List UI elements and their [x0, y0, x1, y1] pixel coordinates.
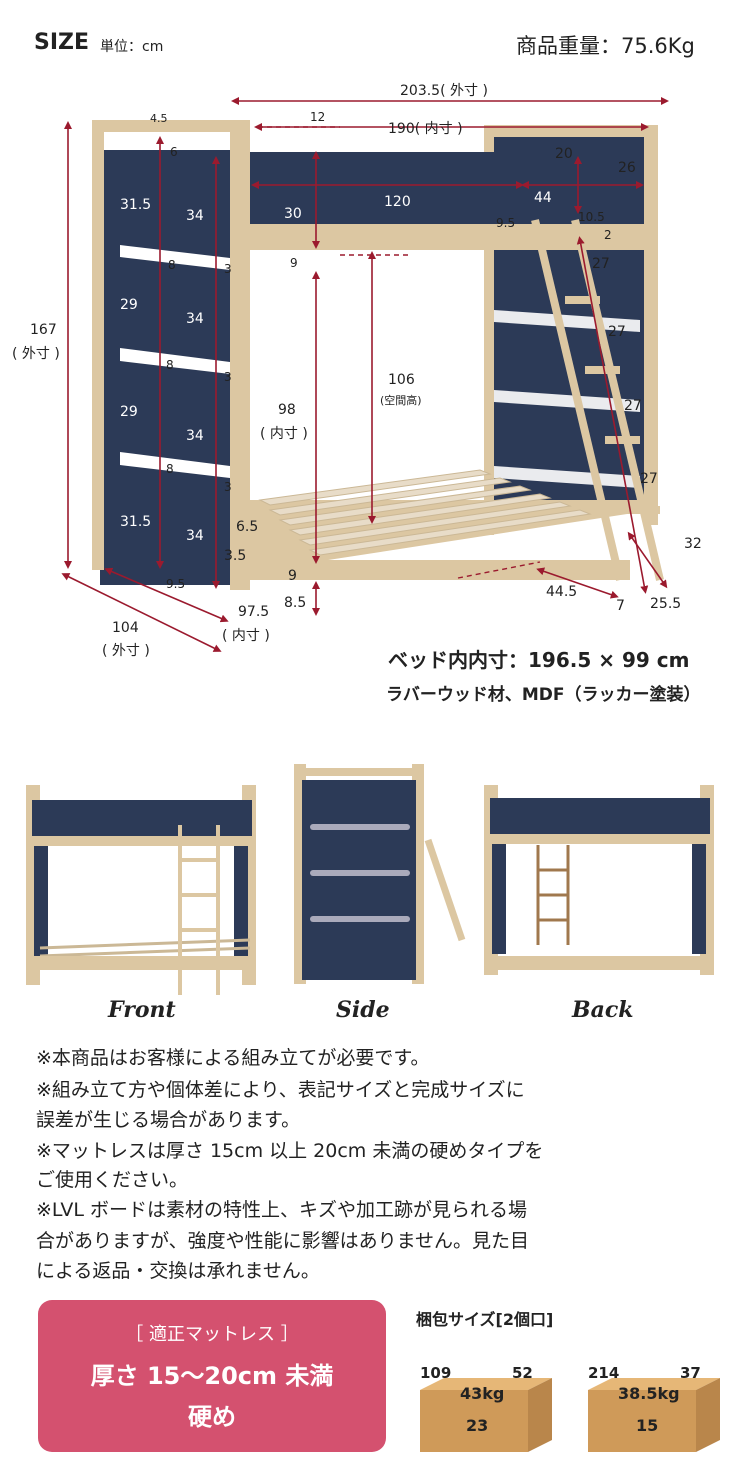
product-weight: 商品重量：75.6Kg [516, 34, 695, 58]
dim-ladder-width: 32 [684, 536, 702, 552]
box1-height: 23 [466, 1416, 489, 1435]
dim-34-d: 34 [186, 528, 204, 544]
dim-ladder-2: 27 [608, 324, 626, 340]
dim-4-5: 4.5 [150, 112, 168, 125]
mattress-title: ［ 適正マットレス ］ [125, 1324, 299, 1345]
mattress-thickness: 厚さ 15〜20cm 未満 [90, 1362, 334, 1390]
dim-clearance: 106 [388, 372, 415, 388]
size-title: SIZE [34, 30, 90, 55]
front-view-drawing [26, 785, 256, 995]
side-view-drawing [294, 764, 466, 984]
dim-29-b: 29 [120, 404, 138, 420]
dim-inner-height-note: ( 内寸 ) [260, 426, 308, 442]
dim-34-a: 34 [186, 208, 204, 224]
dim-ladder-1: 27 [592, 256, 610, 272]
dim-3-b: 3 [224, 370, 232, 384]
dim-9-top: 9 [290, 256, 298, 270]
dim-8-a: 8 [168, 258, 176, 272]
dim-height: 167 [30, 322, 57, 338]
package-title: 梱包サイズ[2個口] [416, 1310, 554, 1329]
note-line-8: による返品・交換は承れません。 [36, 1260, 320, 1282]
box2-height: 15 [636, 1416, 659, 1435]
box2-width: 214 [588, 1364, 620, 1382]
dim-outer-depth-note: ( 外寸 ) [102, 643, 150, 659]
box2-weight: 38.5kg [618, 1384, 680, 1403]
dim-outer-depth: 104 [112, 620, 139, 636]
dim-ladder-3: 27 [624, 398, 642, 414]
dim-31-5-a: 31.5 [120, 197, 152, 213]
dim-height-note: ( 外寸 ) [12, 346, 60, 362]
dim-inner-height: 98 [278, 402, 296, 418]
dim-3-c: 3 [224, 480, 232, 494]
dim-8-b: 8 [166, 358, 174, 372]
dim-foot-25-5: 25.5 [650, 596, 682, 612]
dim-120: 120 [384, 194, 411, 210]
dim-34-c: 34 [186, 428, 204, 444]
note-line-4: ※マットレスは厚さ 15cm 以上 20cm 未満の硬めタイプを [36, 1140, 544, 1162]
view-label-side: Side [336, 997, 390, 1023]
dim-foot-7: 7 [616, 598, 625, 614]
note-line-7: 合がありますが、強度や性能に影響はありません。見た目 [36, 1230, 530, 1252]
dim-9-5-bottom: 9.5 [166, 577, 186, 591]
box1-weight: 43kg [460, 1384, 505, 1403]
box1-width: 109 [420, 1364, 452, 1382]
box2-depth: 37 [680, 1364, 701, 1382]
dim-8-5: 8.5 [284, 595, 307, 611]
dim-ladder-4: 27 [640, 471, 658, 487]
note-line-5: ご使用ください。 [36, 1169, 189, 1191]
dim-29-a: 29 [120, 297, 138, 313]
note-line-2: ※組み立て方や個体差により、表記サイズと完成サイズに [36, 1079, 525, 1101]
dim-9-bottom: 9 [288, 568, 297, 584]
material: ラバーウッド材、MDF（ラッカー塗装） [386, 685, 701, 705]
dim-6: 6 [170, 145, 178, 159]
dim-foot-44-5: 44.5 [546, 584, 578, 600]
dim-3-5: 3.5 [224, 548, 247, 564]
mattress-box: ［ 適正マットレス ］ 厚さ 15〜20cm 未満 硬め [38, 1300, 386, 1452]
dim-30: 30 [284, 206, 302, 222]
dim-10-5: 10.5 [578, 210, 605, 224]
dim-9-5-top: 9.5 [496, 216, 516, 230]
package-box-1 [420, 1378, 552, 1452]
dim-outer-width: 203.5( 外寸 ) [400, 83, 488, 99]
dim-2: 2 [604, 228, 612, 242]
note-line-3: 誤差が生じる場合があります。 [36, 1109, 301, 1131]
dim-8-c: 8 [166, 462, 174, 476]
view-label-back: Back [572, 997, 634, 1023]
back-view-drawing [484, 785, 714, 975]
bed-inner-size: ベッド内内寸：196.5 × 99 cm [388, 648, 690, 672]
view-label-front: Front [108, 997, 176, 1023]
dim-12: 12 [310, 110, 326, 124]
dim-inner-width: 97.5 [238, 604, 270, 620]
dim-inner-length: 190( 内寸 ) [388, 121, 463, 137]
dim-26: 26 [618, 160, 636, 176]
dim-34-b: 34 [186, 311, 204, 327]
box1-depth: 52 [512, 1364, 533, 1382]
unit-label: 単位：cm [100, 39, 164, 55]
note-line-1: ※本商品はお客様による組み立てが必要です。 [36, 1047, 430, 1069]
dim-20: 20 [555, 146, 573, 162]
note-line-6: ※LVL ボードは素材の特性上、キズや加工跡が見られる場 [36, 1199, 528, 1221]
package-box-2 [588, 1378, 720, 1452]
dim-6-5: 6.5 [236, 519, 259, 535]
dim-clearance-note: (空間高) [380, 394, 422, 407]
bunk-bed-diagram [61, 97, 669, 652]
dim-inner-width-note: ( 内寸 ) [222, 628, 270, 644]
dim-44: 44 [534, 190, 552, 206]
dim-3-a: 3 [224, 262, 232, 276]
dim-31-5-b: 31.5 [120, 514, 152, 530]
mattress-firmness: 硬め [188, 1403, 236, 1431]
